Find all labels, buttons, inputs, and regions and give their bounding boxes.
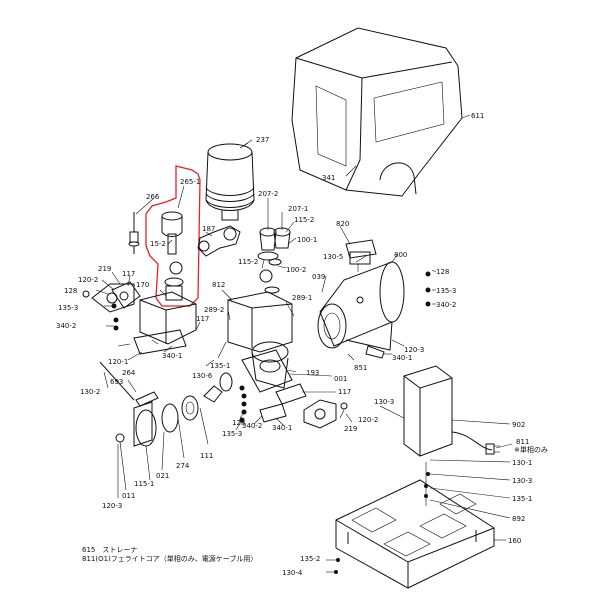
label-820: 820 (336, 220, 349, 228)
label-120-1: 120-1 (108, 358, 128, 366)
motor-800 (317, 261, 405, 359)
label-219b: 219 (344, 425, 357, 433)
label-611: 611 (471, 112, 484, 120)
pump-casing (227, 291, 293, 393)
label-135-1a: 135-1 (210, 362, 230, 370)
label-266: 266 (146, 193, 160, 201)
label-120-2a: 120-2 (78, 276, 98, 284)
label-135-2: 135-2 (300, 555, 320, 563)
label-021: 021 (156, 472, 169, 480)
label-340-2a: 340-2 (436, 301, 456, 309)
label-130-5: 130-5 (323, 253, 343, 261)
note-811: 811(O1)フェライトコア（単相のみ、電源ケーブル用） (82, 555, 258, 563)
label-128c: 128 (232, 419, 245, 427)
label-811-note: ※単相のみ (514, 445, 548, 454)
note-615: 615 ストレーナ (82, 546, 138, 554)
label-001: 001 (334, 375, 347, 383)
label-135-3c: 135-3 (222, 430, 242, 438)
cover-611 (291, 27, 471, 197)
bolts (111, 271, 431, 574)
label-265-1: 265-1 (180, 178, 200, 186)
label-011: 011 (122, 492, 135, 500)
label-130-6: 130-6 (192, 372, 213, 380)
label-120-3b: 120-3 (102, 502, 122, 510)
label-135-3a: 135-3 (436, 287, 456, 295)
label-170: 170 (136, 281, 149, 289)
label-130-3b: 130-3 (512, 477, 532, 485)
highlight-box (145, 165, 201, 307)
leader-lines (95, 142, 513, 573)
label-811: 811 (516, 438, 529, 446)
label-039: 039 (312, 273, 325, 281)
label-207-1: 207-1 (288, 205, 308, 213)
elbow-187 (197, 225, 241, 257)
label-130-1: 130-1 (512, 459, 532, 467)
label-115-1: 115-1 (134, 480, 154, 488)
label-117b: 117 (196, 315, 209, 323)
label-264: 264 (122, 369, 136, 377)
check-valve-assembly (161, 211, 184, 301)
label-340-2b: 340-2 (56, 322, 76, 330)
label-219a: 219 (98, 265, 111, 273)
label-289-2: 289-2 (204, 306, 224, 314)
label-100-2: 100-2 (286, 266, 306, 274)
label-115-2b: 115-2 (238, 258, 258, 266)
label-693: 693 (110, 378, 123, 386)
label-851: 851 (354, 364, 367, 372)
label-207-2: 207-2 (258, 190, 278, 198)
label-902: 902 (512, 421, 525, 429)
label-340-1a: 340-1 (162, 352, 182, 360)
label-800: 800 (394, 251, 407, 259)
label-274: 274 (176, 462, 190, 470)
label-15-2: 15-2 (150, 240, 166, 248)
label-120-2b: 120-2 (358, 416, 378, 424)
label-135-1b: 135-1 (512, 495, 532, 503)
label-340-1b: 340-1 (392, 354, 412, 362)
label-111: 111 (200, 452, 213, 460)
label-193: 193 (306, 369, 319, 377)
sensor-266 (128, 212, 140, 254)
control-box-902 (403, 365, 500, 457)
label-892: 892 (512, 515, 525, 523)
tank-237 (205, 139, 255, 221)
label-128a: 128 (436, 268, 449, 276)
label-117c: 117 (338, 388, 351, 396)
label-135-3b: 135-3 (58, 304, 78, 312)
label-128b: 128 (64, 287, 77, 295)
label-289-1: 289-1 (292, 294, 312, 302)
label-130-3a: 130-3 (374, 398, 394, 406)
label-130-2: 130-2 (80, 388, 100, 396)
label-340-1c: 340-1 (272, 424, 292, 432)
label-341: 341 (322, 174, 335, 182)
label-812: 812 (212, 281, 225, 289)
label-340-2c: 340-2 (242, 422, 262, 430)
label-100-1: 100-1 (297, 236, 317, 244)
label-160: 160 (508, 537, 521, 545)
base-160 (335, 462, 495, 589)
flange-219a (82, 283, 135, 313)
label-130-4: 130-4 (282, 569, 303, 577)
part-labels: 611 341 237 265-1 266 15-2 187 207-2 207… (56, 112, 548, 577)
flange-219b (259, 383, 348, 429)
label-237: 237 (256, 136, 269, 144)
left-body (111, 281, 197, 355)
label-117a: 117 (122, 270, 135, 278)
capacitor-820 (345, 239, 377, 272)
label-115-2a: 115-2 (294, 216, 314, 224)
notes: 615 ストレーナ 811(O1)フェライトコア（単相のみ、電源ケーブル用） (82, 546, 257, 564)
label-120-3a: 120-3 (404, 346, 424, 354)
valve-207 (257, 227, 291, 294)
label-187: 187 (202, 225, 215, 233)
